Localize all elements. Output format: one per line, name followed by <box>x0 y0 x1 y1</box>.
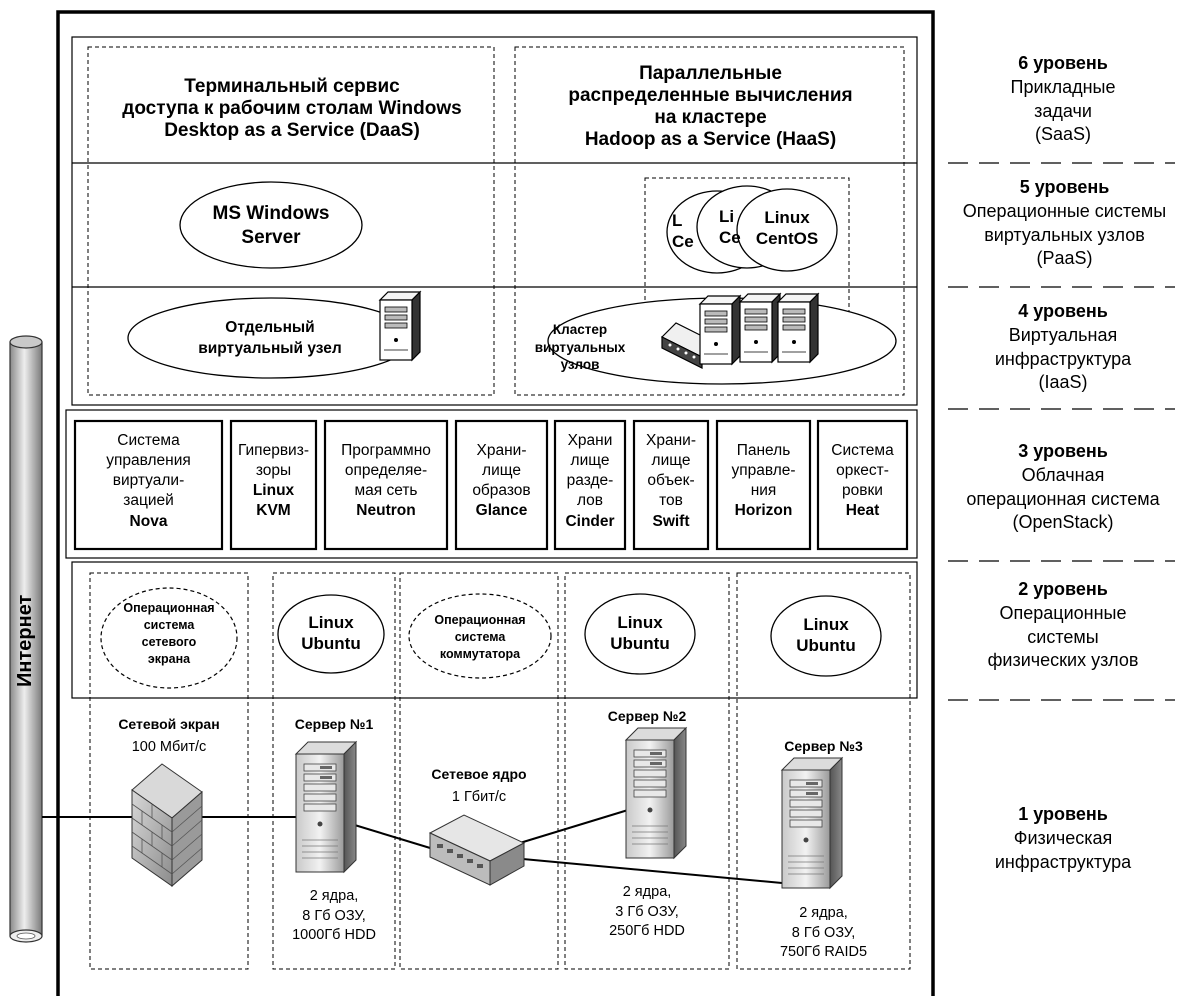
service-box-glance <box>454 419 549 551</box>
server2-tower-icon <box>625 727 687 859</box>
server2-label: Сервер №2 <box>607 708 687 724</box>
daas-container <box>87 46 495 396</box>
haas-title: Параллельные распределенные вычисления н… <box>568 63 853 150</box>
firewall-os-ellipse <box>100 587 238 689</box>
internet-pipe <box>9 335 43 943</box>
server1-spec: 2 ядра,8 Гб ОЗУ,1000Гб HDD <box>292 888 376 944</box>
server3-node-column <box>736 572 911 970</box>
level-separators <box>948 162 1175 701</box>
internet-label: Интернет <box>14 594 37 687</box>
network-core-switch-icon <box>428 814 526 886</box>
service-box-cinder <box>553 419 627 551</box>
linux-centos-label: Linux CentOS <box>755 208 819 249</box>
linux-centos-back1-label: L Ce <box>672 211 694 252</box>
server1-label: Сервер №1 <box>294 716 374 732</box>
daas-title: Терминальный сервис доступа к рабочим ст… <box>122 76 462 141</box>
service-swift: Храни-лище объек-тов Swift <box>646 432 696 530</box>
service-box-neutron <box>323 419 449 551</box>
core-node-column <box>399 572 559 970</box>
server2-spec: 2 ядра,3 Гб ОЗУ,250Гб HDD <box>609 884 685 940</box>
windows-server-ellipse <box>179 181 363 269</box>
service-box-kvm <box>229 419 318 551</box>
switch-os-ellipse <box>408 593 552 679</box>
linux-centos-ellipse <box>736 188 838 272</box>
outer-frame <box>56 10 935 996</box>
firewall-node-column <box>89 572 249 970</box>
firewall-icon <box>131 763 203 888</box>
server1-tower-icon <box>295 741 357 873</box>
server3-tower-icon <box>781 757 843 889</box>
cluster-server-icon-2 <box>739 293 781 363</box>
linux-centos-back2-label: Li Ce <box>719 207 741 248</box>
firewall-label: Сетевой экран 100 Мбит/с <box>118 716 220 755</box>
server3-label: Сервер №3 <box>784 738 863 754</box>
ubuntu-ellipse-2 <box>584 593 696 675</box>
cluster-server-icon-3 <box>777 293 819 363</box>
single-node-label: Отдельный виртуальный узел <box>198 319 342 357</box>
ubuntu-ellipse-1 <box>277 594 385 674</box>
service-box-heat <box>816 419 909 551</box>
service-box-nova <box>73 419 224 551</box>
service-box-swift <box>632 419 710 551</box>
service-box-horizon <box>715 419 812 551</box>
server3-spec: 2 ядра,8 Гб ОЗУ,750Гб RAID5 <box>779 905 868 961</box>
cluster-server-icon-1 <box>699 295 741 365</box>
openstack-region <box>65 409 918 559</box>
haas-container <box>514 46 905 396</box>
cluster-label: Кластер виртуальных узлов <box>534 322 626 373</box>
service-glance: Храни-лище образов Glance <box>472 442 531 520</box>
core-label: Сетевое ядро 1 Гбит/с <box>431 766 527 805</box>
physical-os-region <box>71 561 918 699</box>
windows-server-label: MS Windows Server <box>212 203 330 248</box>
service-kvm: Гипервиз-зоры Linux KVM <box>238 442 309 520</box>
ubuntu-ellipse-3 <box>770 595 882 677</box>
virtual-region <box>71 36 918 406</box>
virtual-server-icon <box>379 291 421 361</box>
